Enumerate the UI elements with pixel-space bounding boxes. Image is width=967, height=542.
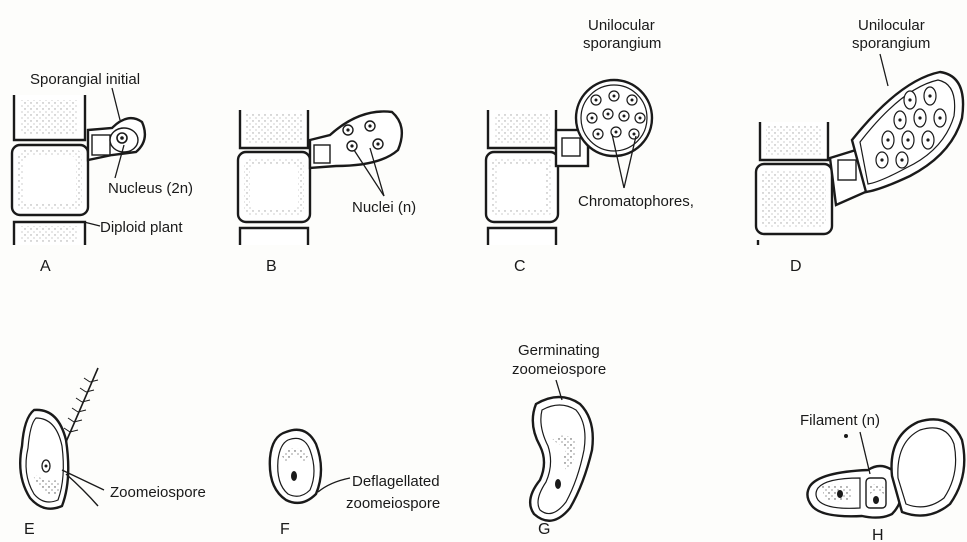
panel-label-h: H [872,527,884,542]
diploid-plant-label: Diploid plant [100,219,183,236]
sporangial-initial-label: Sporangial initial [30,71,140,88]
panel-d-pointers [880,54,888,86]
panel-label-d: D [790,258,802,275]
germinating-line1: Germinating [518,342,600,359]
panel-c-drawing [486,80,652,245]
germinating-line2: zoomeiospore [512,361,606,378]
deflagellated-line2: zoomeiospore [346,495,440,512]
deflagellated-line1: Deflagellated [352,473,440,490]
panel-label-f: F [280,521,290,538]
unilocular-sporangium-d-line1: Unilocular [858,17,925,34]
panel-label-a: A [40,258,51,275]
panel-b-drawing [238,110,402,245]
panel-label-e: E [24,521,35,538]
panel-d-drawing [756,72,963,245]
zoomeiospore-label: Zoomeiospore [110,484,206,501]
panel-f-drawing [270,430,321,503]
unilocular-sporangium-d-line2: sporangium [852,35,930,52]
panel-label-g: G [538,521,550,538]
nuclei-n-label: Nuclei (n) [352,199,416,216]
panel-h-drawing [807,419,964,517]
panel-g-drawing [530,397,593,521]
unilocular-sporangium-c-line1: Unilocular [588,17,655,34]
panel-label-b: B [266,258,277,275]
panel-e-drawing [20,368,98,509]
nucleus-2n-label: Nucleus (2n) [108,180,193,197]
unilocular-sporangium-c-line2: sporangium [583,35,661,52]
panel-f-pointers [318,478,350,492]
panel-h-pointers [844,432,870,474]
filament-n-label: Filament (n) [800,412,880,429]
panel-label-c: C [514,258,526,275]
chromatophores-label: Chromatophores, [578,193,694,210]
